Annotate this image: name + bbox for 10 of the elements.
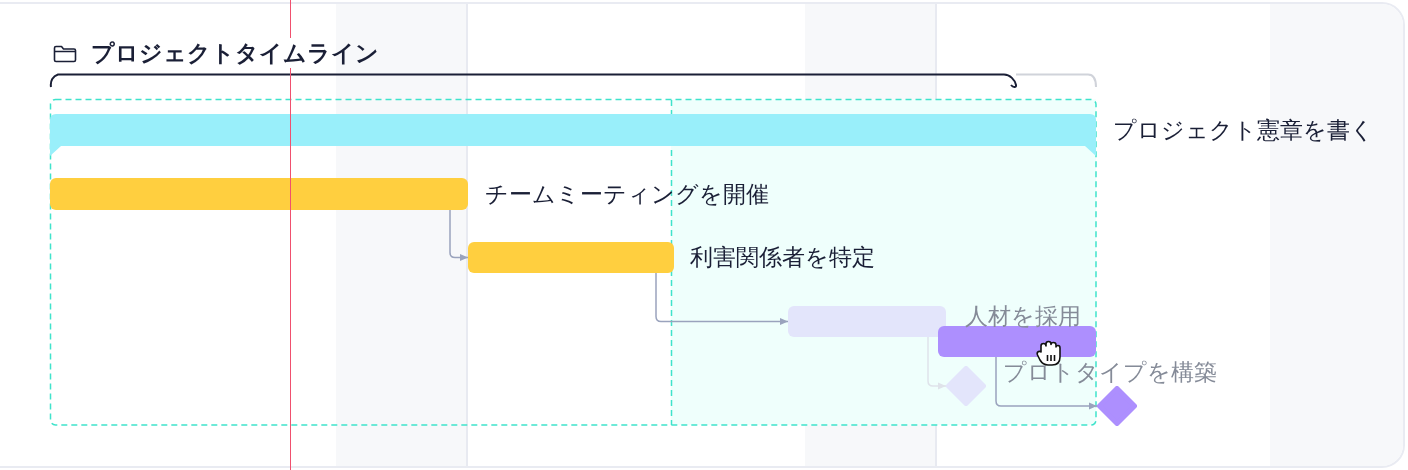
dependency-arrow (995, 356, 1098, 410)
dependency-arrow (655, 272, 789, 325)
title: プロジェクトタイムライン (91, 38, 379, 68)
task-label: プロトタイプを構築 (1003, 358, 1217, 387)
task-label: 人材を採用 (965, 302, 1081, 331)
task-label: チームミーティングを開催 (485, 180, 769, 209)
dependency-arrow (927, 336, 947, 390)
task-label: 利害関係者を特定 (690, 243, 875, 272)
dependency-arrow (449, 209, 469, 261)
task-label: プロジェクト憲章を書く (1113, 116, 1374, 145)
